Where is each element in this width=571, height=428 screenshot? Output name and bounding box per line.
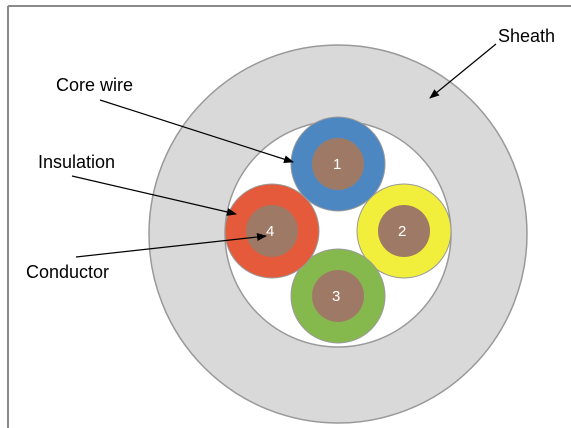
core-2-conductor — [378, 205, 430, 257]
insulation-label: Insulation — [38, 152, 115, 172]
sheath-arrow — [429, 43, 497, 99]
core-1: 1 — [290, 116, 386, 212]
sheath-label: Sheath — [498, 26, 555, 46]
core-3: 3 — [290, 248, 386, 344]
insulation-arrow — [71, 175, 237, 216]
core-wire-label: Core wire — [56, 75, 133, 95]
core-4-number: 4 — [266, 223, 274, 240]
core-2: 2 — [356, 183, 452, 279]
core-1-number: 1 — [333, 156, 341, 173]
core-4: 4 — [224, 183, 320, 279]
conductor-arrow — [75, 233, 267, 258]
core-2-number: 2 — [398, 223, 406, 240]
core-3-conductor — [312, 270, 364, 322]
core-1-conductor — [312, 138, 364, 190]
core-3-number: 3 — [332, 288, 340, 305]
core-wire-arrow — [99, 99, 294, 164]
core-4-conductor — [246, 205, 298, 257]
conductor-label: Conductor — [26, 262, 109, 282]
